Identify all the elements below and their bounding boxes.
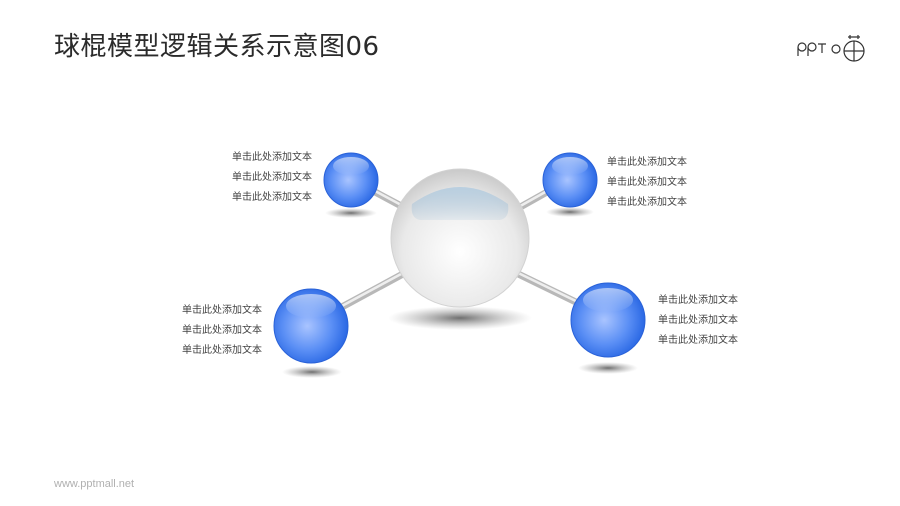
label-bottom-left[interactable]: 单击此处添加文本 单击此处添加文本 单击此处添加文本 (162, 301, 262, 361)
text-line[interactable]: 单击此处添加文本 (658, 335, 738, 346)
text-line[interactable]: 单击此处添加文本 (182, 305, 262, 316)
text-line[interactable]: 单击此处添加文本 (232, 152, 312, 163)
ppt-logo-icon (797, 35, 865, 62)
text-line[interactable]: 单击此处添加文本 (658, 295, 738, 306)
text-line[interactable]: 单击此处添加文本 (607, 157, 687, 168)
node-bottom-left (273, 288, 349, 364)
text-line[interactable]: 单击此处添加文本 (182, 345, 262, 356)
center-shadow (388, 306, 532, 330)
text-line[interactable]: 单击此处添加文本 (232, 172, 312, 183)
text-line[interactable]: 单击此处添加文本 (607, 177, 687, 188)
center-node (390, 168, 530, 308)
node-bottom-right (570, 282, 646, 358)
text-line[interactable]: 单击此处添加文本 (232, 192, 312, 203)
text-line[interactable]: 单击此处添加文本 (658, 315, 738, 326)
node-top-left (323, 152, 379, 208)
label-bottom-right[interactable]: 单击此处添加文本 单击此处添加文本 单击此处添加文本 (658, 291, 738, 351)
text-line[interactable]: 单击此处添加文本 (182, 325, 262, 336)
footer-url: www.pptmall.net (54, 478, 135, 490)
text-line[interactable]: 单击此处添加文本 (607, 197, 687, 208)
label-top-left[interactable]: 单击此处添加文本 单击此处添加文本 单击此处添加文本 (212, 148, 312, 208)
label-top-right[interactable]: 单击此处添加文本 单击此处添加文本 单击此处添加文本 (607, 153, 687, 213)
node-top-right (542, 152, 598, 208)
page-title: 球棍模型逻辑关系示意图06 (54, 32, 380, 62)
